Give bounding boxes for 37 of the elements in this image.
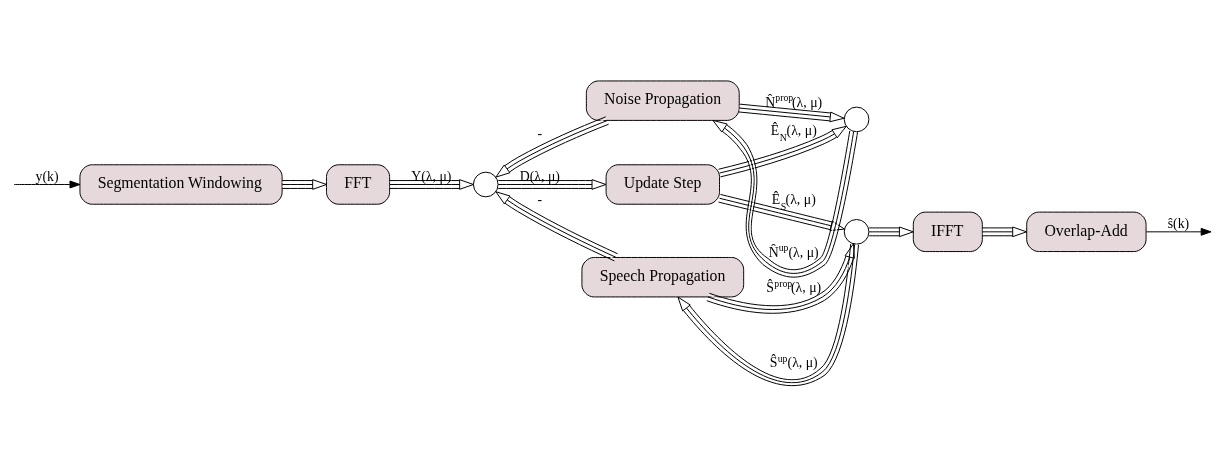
edge-label: Ê$_{N}$(λ, μ): [770, 122, 817, 143]
edge-label: Y(λ, μ): [411, 168, 452, 184]
arrow: [13, 180, 81, 188]
arrow: [389, 178, 474, 190]
arrow: [868, 226, 914, 237]
node-box: Segmentation Windowing: [79, 163, 283, 205]
arrow: [281, 178, 327, 190]
arrow: [677, 243, 859, 386]
node-box: IFFT: [912, 211, 983, 252]
arrow: [712, 119, 859, 278]
node-circle: [843, 218, 870, 245]
edge-label: N̂$^{prop}$(λ, μ): [765, 91, 823, 110]
edge-label: y(k): [35, 168, 59, 184]
edge-label: Ŝ$^{up}$(λ, μ): [769, 352, 818, 370]
edge-label: D(λ, μ): [519, 168, 560, 184]
node-box: Overlap-Add: [1026, 211, 1147, 252]
arrow: [738, 103, 845, 122]
edge-label: Ê$_{S}$(λ, μ): [771, 191, 816, 212]
arrow: [1145, 227, 1212, 236]
node-circle: [843, 106, 870, 132]
node-circle: [472, 171, 499, 197]
arrow: [718, 125, 847, 177]
arrow: [495, 115, 610, 178]
arrow: [718, 193, 846, 231]
arrow: [497, 178, 607, 190]
arrow: [982, 226, 1027, 237]
edge-label: ŝ(k): [1167, 215, 1190, 231]
edge-label: Ŝ$^{prop}$(λ, μ): [766, 277, 822, 295]
edge-label: -: [537, 191, 543, 207]
edge-label: -: [537, 125, 543, 141]
node-box: Update Step: [605, 163, 720, 205]
node-box: FFT: [326, 163, 391, 205]
arrow: [495, 190, 619, 261]
arrow: [706, 242, 855, 314]
node-box: Noise Propagation: [585, 79, 740, 121]
edge-label: N̂$^{up}$(λ, μ): [768, 241, 819, 260]
node-box: Speech Propagation: [581, 256, 745, 297]
